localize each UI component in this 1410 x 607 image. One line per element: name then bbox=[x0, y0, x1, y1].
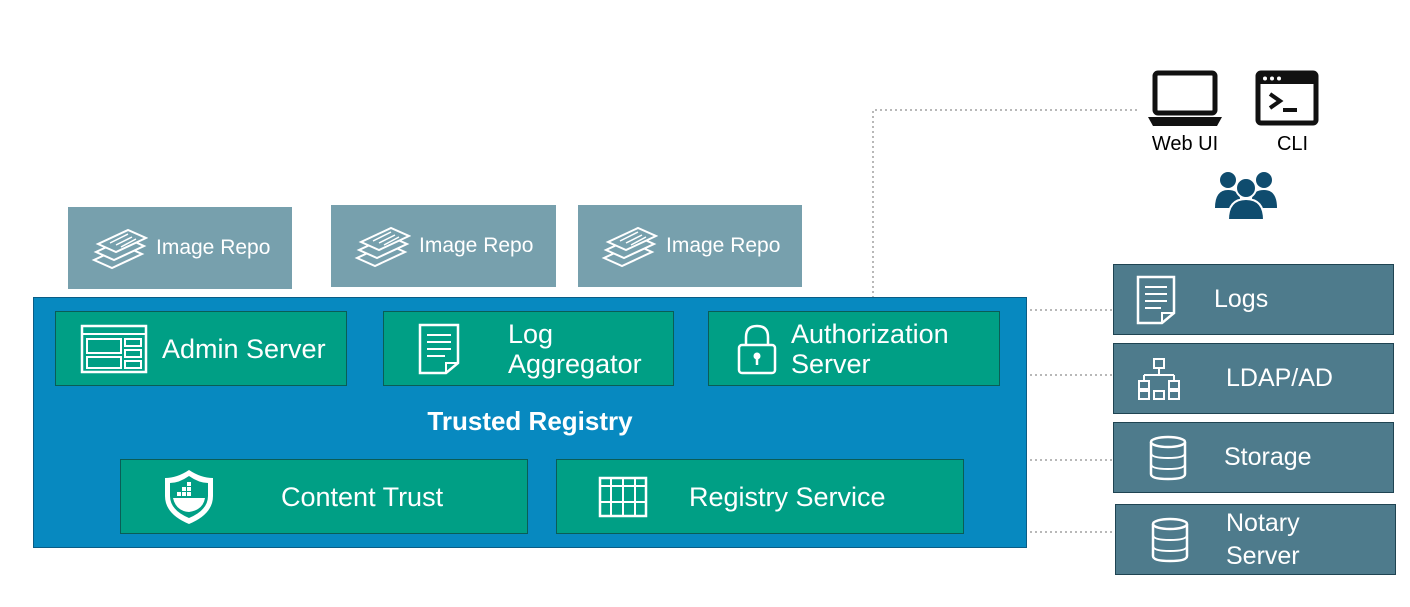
users-icon bbox=[1214, 168, 1278, 221]
registry-service-box: Registry Service bbox=[556, 459, 964, 534]
layers-icon bbox=[354, 226, 411, 268]
storage-label: Storage bbox=[1224, 443, 1312, 471]
shelves-icon bbox=[598, 476, 648, 517]
authorization-label-line2: Server bbox=[791, 348, 871, 379]
storage-box: Storage bbox=[1113, 422, 1394, 493]
image-repo-label: Image Repo bbox=[156, 236, 271, 259]
shield-docker-icon bbox=[165, 469, 213, 524]
authorization-label-line1: Authorization bbox=[791, 318, 949, 349]
ldap-box: LDAP/AD bbox=[1113, 343, 1394, 414]
cli-label: CLI bbox=[1276, 133, 1309, 155]
logs-box: Logs bbox=[1113, 264, 1394, 335]
ldap-label: LDAP/AD bbox=[1226, 364, 1333, 392]
database-icon bbox=[1151, 517, 1189, 562]
database-icon bbox=[1149, 435, 1187, 480]
content-trust-label: Content Trust bbox=[281, 481, 444, 512]
laptop-icon bbox=[1147, 70, 1223, 128]
terminal-window-icon bbox=[1255, 70, 1319, 126]
image-repo-3: Image Repo bbox=[578, 205, 802, 287]
org-chart-icon bbox=[1138, 357, 1180, 400]
registry-title: Trusted Registry bbox=[427, 406, 633, 436]
image-repo-2: Image Repo bbox=[331, 205, 556, 287]
admin-console-icon bbox=[80, 324, 148, 373]
authorization-server-box: Authorization Server bbox=[708, 311, 1000, 386]
web-ui-label: Web UI bbox=[1151, 133, 1219, 155]
notary-label-line2: Server bbox=[1226, 541, 1300, 570]
log-aggregator-label-line1: Log bbox=[508, 318, 554, 349]
notary-label-line1: Notary bbox=[1226, 508, 1300, 537]
admin-server-box: Admin Server bbox=[55, 311, 347, 386]
admin-server-label: Admin Server bbox=[162, 333, 326, 364]
document-icon bbox=[1136, 275, 1176, 324]
logs-label: Logs bbox=[1214, 285, 1269, 313]
log-aggregator-box: Log Aggregator bbox=[383, 311, 674, 386]
log-aggregator-label-line2: Aggregator bbox=[508, 348, 642, 379]
notary-server-box: Notary Server bbox=[1115, 504, 1396, 575]
content-trust-box: Content Trust bbox=[120, 459, 528, 534]
image-repo-label: Image Repo bbox=[666, 234, 781, 257]
image-repo-1: Image Repo bbox=[68, 207, 292, 289]
registry-service-label: Registry Service bbox=[689, 481, 886, 512]
layers-icon bbox=[601, 226, 658, 268]
lock-icon bbox=[737, 324, 777, 374]
layers-icon bbox=[91, 228, 148, 270]
image-repo-label: Image Repo bbox=[419, 234, 534, 257]
document-icon bbox=[418, 323, 460, 374]
